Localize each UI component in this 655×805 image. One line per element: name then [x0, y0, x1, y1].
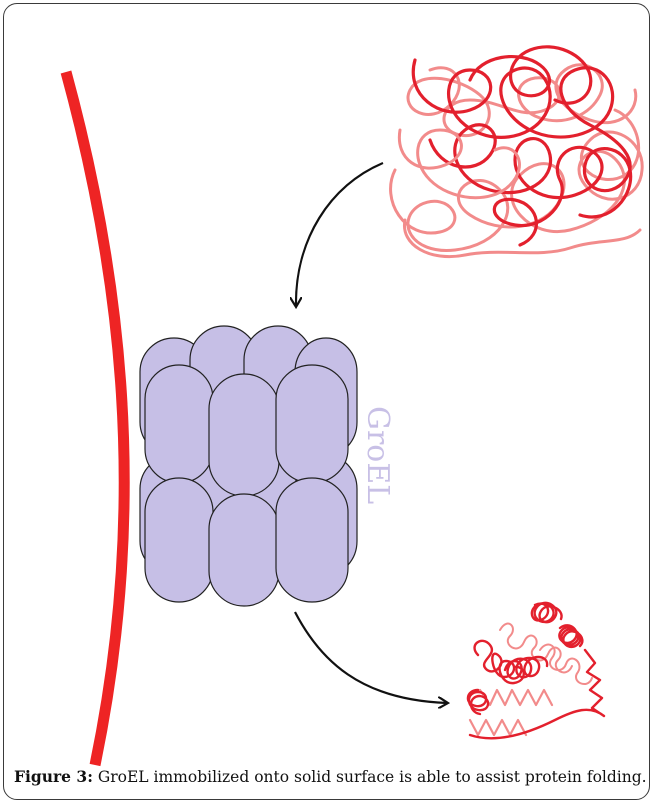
arrow-icon — [296, 163, 383, 306]
folded-protein-icon — [468, 603, 604, 738]
groel-complex-icon — [140, 326, 357, 606]
arrow-icon — [295, 612, 447, 703]
figure-caption: Figure 3: GroEL immobilized onto solid s… — [14, 766, 644, 788]
solid-surface-icon — [66, 72, 124, 765]
caption-label: Figure 3: — [14, 767, 93, 786]
groel-label: GroEL — [360, 406, 395, 504]
caption-text: GroEL immobilized onto solid surface is … — [93, 768, 647, 786]
unfolded-protein-icon — [391, 47, 643, 257]
